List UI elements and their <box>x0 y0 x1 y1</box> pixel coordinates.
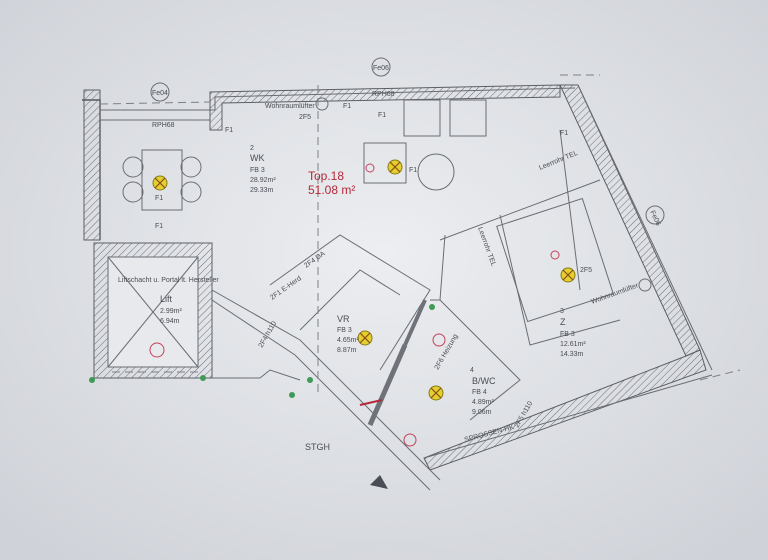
sill-label: RPH68 <box>152 122 175 129</box>
ventilator-icon <box>315 97 329 111</box>
outlet-icon <box>432 333 446 347</box>
outlet-icon <box>550 250 560 260</box>
circuit-label: F1 <box>225 127 233 134</box>
room-perimeter: 9.06m <box>472 409 492 416</box>
outlet-icon <box>149 342 165 358</box>
sensor-icon <box>89 377 95 383</box>
room-perimeter: 29.33m <box>250 187 274 194</box>
room-name: Z <box>560 317 566 327</box>
ceiling-light-icon <box>152 175 168 191</box>
window-marker-icon <box>150 82 170 102</box>
lift-note: Liftschacht u. Portal lt. Hersteller <box>118 277 219 284</box>
room-name: VR <box>337 314 350 324</box>
outlet-icon <box>403 433 417 447</box>
sill-label: RPH68 <box>372 91 395 98</box>
light-fixtures <box>89 57 665 489</box>
room-name: B/WC <box>472 376 496 386</box>
entrance-arrow-icon <box>359 399 383 406</box>
room-perimeter: 6.94m <box>160 318 180 325</box>
sensor-icon <box>307 377 313 383</box>
room-perimeter: 8.87m <box>337 347 357 354</box>
circuit-label: F1 <box>155 223 163 230</box>
circuit-label: F1 <box>409 167 417 174</box>
outlet-icon <box>365 163 375 173</box>
circuit-label: 2F5 <box>299 114 311 121</box>
ceiling-light-icon <box>428 385 444 401</box>
room-name: Lift <box>160 294 173 304</box>
room-floor: FB 4 <box>472 389 487 396</box>
north-arrow-icon <box>370 475 388 489</box>
room-floor: FB 3 <box>560 331 575 338</box>
stairwell-label: STGH <box>305 442 330 452</box>
room-floor: FB 3 <box>337 327 352 334</box>
circuit-label: F1 <box>378 112 386 119</box>
ceiling-light-icon <box>357 330 373 346</box>
circuit-label: F1 <box>155 195 163 202</box>
sensor-icon <box>429 304 435 310</box>
sensor-icon <box>200 375 206 381</box>
sensor-icon <box>289 392 295 398</box>
window-marker-icon <box>371 57 391 77</box>
room-area: 2.99m² <box>160 308 182 315</box>
circuit-label: 2F5 <box>580 267 592 274</box>
circuit-label: F1 <box>560 130 568 137</box>
apartment-name: Top.18 <box>308 169 344 183</box>
ventilator-label: Wohnraumlüfter <box>265 103 315 110</box>
room-area: 4.65m² <box>337 337 359 344</box>
window-label: Fe04 <box>152 90 168 97</box>
room-number: 3 <box>560 308 564 315</box>
ventilator-icon <box>638 278 652 292</box>
walls <box>82 74 741 491</box>
window-label: Fe06 <box>373 65 389 72</box>
room-floor: FB 3 <box>250 167 265 174</box>
circuit-label: F1 <box>343 103 351 110</box>
room-number: 2 <box>250 145 254 152</box>
window-marker-icon <box>645 205 665 225</box>
room-area: 12.61m² <box>560 341 586 348</box>
ceiling-light-icon <box>560 267 576 283</box>
room-area: 28.92m² <box>250 177 276 184</box>
ceiling-light-icon <box>387 159 403 175</box>
room-name: WK <box>250 153 265 163</box>
apartment-area: 51.08 m² <box>308 183 355 197</box>
room-perimeter: 14.33m <box>560 351 584 358</box>
room-area: 4.89m² <box>472 399 494 406</box>
room-number: 4 <box>470 367 474 374</box>
